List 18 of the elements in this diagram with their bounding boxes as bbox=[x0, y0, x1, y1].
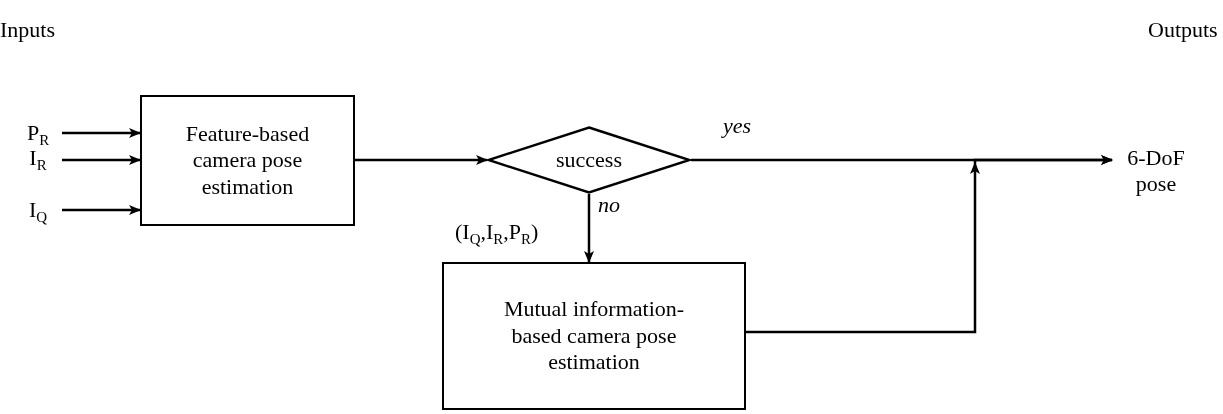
decision-diamond bbox=[487, 126, 691, 194]
signal-label: (I$_{Q}$,I$_{R}$,P$_{R}$) bbox=[455, 220, 539, 245]
node-text: success bbox=[555, 146, 623, 174]
output-label: 6-DoF pose bbox=[1112, 140, 1200, 202]
arrow bbox=[62, 155, 141, 165]
heading-label: Inputs bbox=[0, 18, 55, 43]
arrow bbox=[62, 128, 141, 138]
heading-label: Outputs bbox=[1148, 18, 1218, 43]
node-text: Feature-based camera pose estimation bbox=[184, 120, 311, 201]
arrow bbox=[584, 194, 594, 263]
arrow bbox=[355, 155, 488, 165]
input-label: P$_{R}$ bbox=[18, 118, 58, 148]
process-box bbox=[442, 262, 746, 410]
arrow bbox=[62, 205, 141, 215]
process-box bbox=[140, 95, 355, 226]
arrow bbox=[746, 155, 1113, 334]
node-text: Mutual information-based camera pose estimation bbox=[502, 296, 686, 376]
input-label: I$_{Q}$ bbox=[18, 195, 58, 225]
